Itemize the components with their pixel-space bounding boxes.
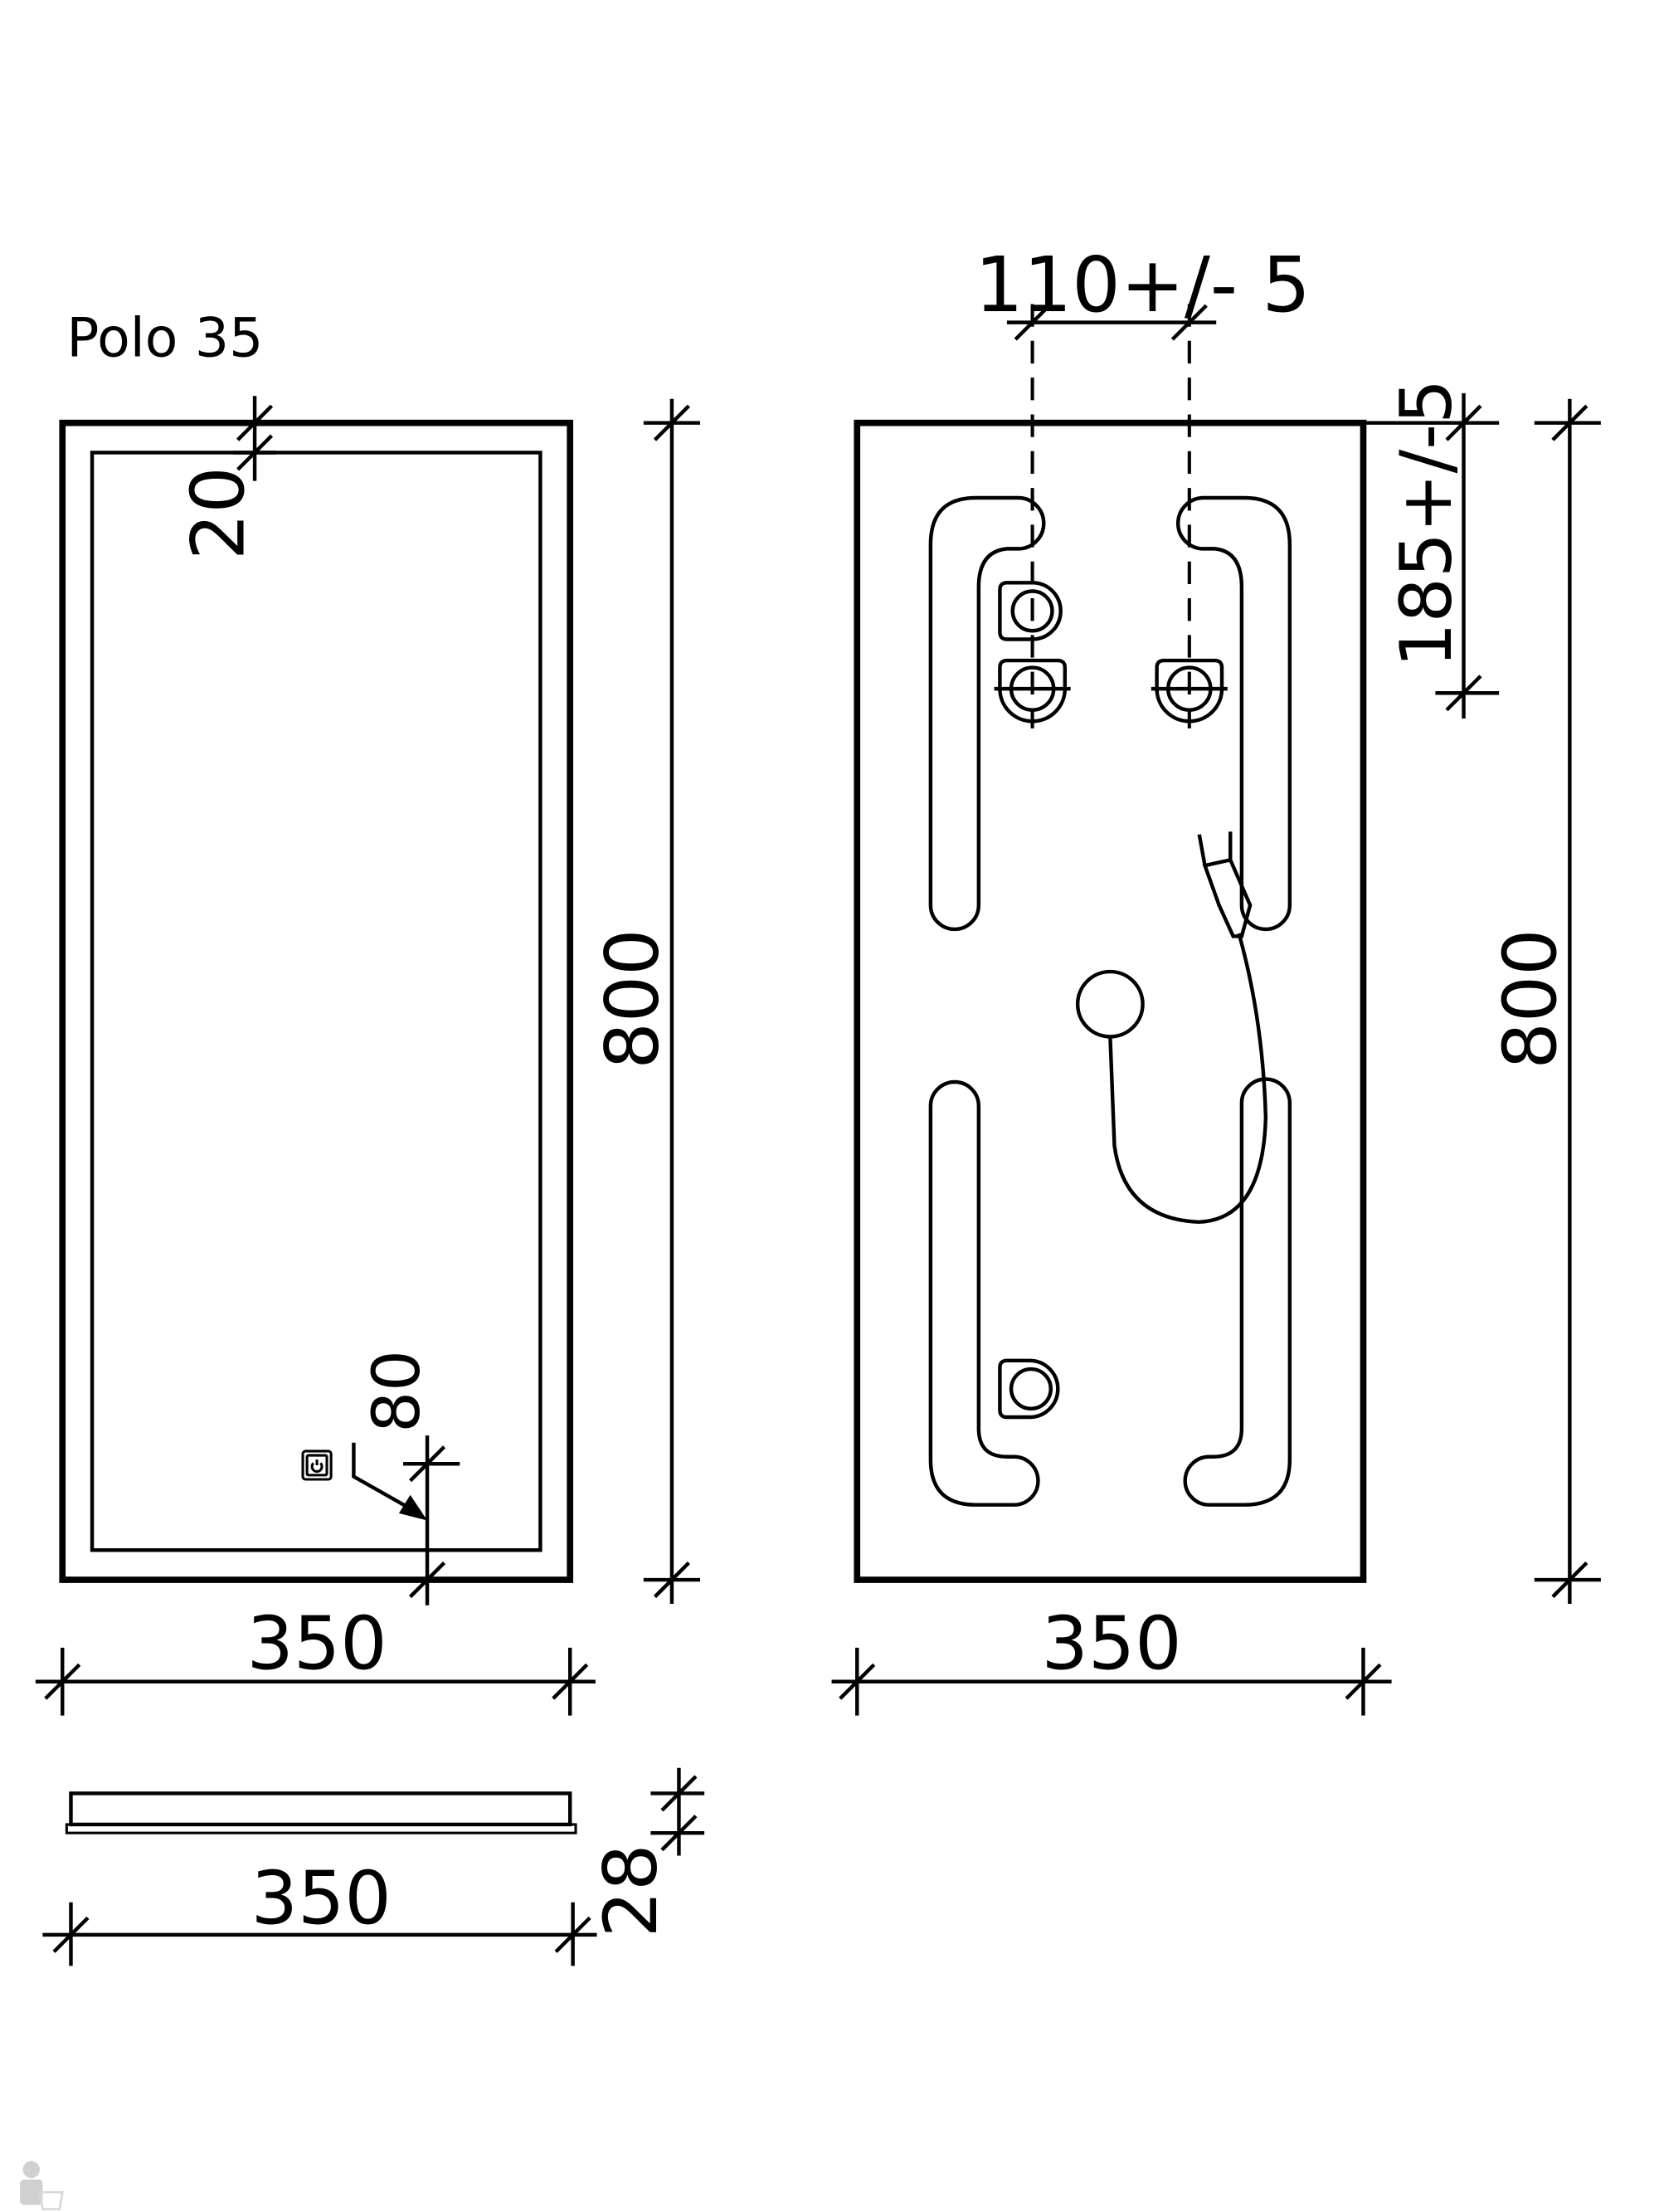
switch-module xyxy=(1075,969,1145,1039)
side-view: 28 350 xyxy=(42,1767,705,1966)
hole-offset-label: 185+/-5 xyxy=(1386,379,1468,668)
mirror-outer-frame xyxy=(59,419,574,1583)
back-panel xyxy=(854,419,1367,1583)
frame-width-label: 20 xyxy=(175,466,260,560)
dimension-width-side: 350 xyxy=(42,1855,597,1966)
product-title: Polo 35 xyxy=(66,308,263,370)
dimension-hole-offset: 185+/-5 xyxy=(1363,379,1500,719)
dimension-switch-offset: 80 xyxy=(352,1350,460,1605)
power-plug-icon xyxy=(1197,831,1253,938)
touch-switch xyxy=(301,1449,333,1481)
keyhole-top-left xyxy=(998,581,1063,641)
dimension-width-back: 350 xyxy=(831,1601,1392,1716)
keyhole-crosshair-right xyxy=(1151,658,1228,724)
plumber-logo xyxy=(20,2161,64,2210)
mirror-inner-frame xyxy=(90,451,542,1552)
mounting-bracket-bottom-right xyxy=(1183,1077,1292,1507)
back-view: 110+/- 5 185+/-5 800 350 xyxy=(831,241,1601,1716)
depth-label: 28 xyxy=(588,1844,674,1938)
width-label-back: 350 xyxy=(1041,1601,1181,1686)
dimension-height-front: 800 xyxy=(590,398,701,1605)
keyhole-crosshair-left xyxy=(994,658,1071,724)
power-icon xyxy=(310,1459,324,1474)
switch-offset-label: 80 xyxy=(359,1350,435,1433)
hole-spacing-label: 110+/- 5 xyxy=(975,241,1311,329)
dimension-hole-spacing: 110+/- 5 xyxy=(975,241,1311,339)
height-label-back: 800 xyxy=(1487,929,1573,1069)
dimension-frame-width: 20 xyxy=(175,396,276,560)
dimension-height-back: 800 xyxy=(1487,398,1601,1605)
power-cable xyxy=(1108,933,1268,1224)
front-view: 20 800 350 xyxy=(35,396,701,1716)
mounting-bracket-top-left xyxy=(928,495,1046,932)
width-label-front: 350 xyxy=(246,1601,387,1686)
mounting-bracket-bottom-left xyxy=(928,1079,1040,1507)
mounting-bracket-top-right xyxy=(1176,495,1292,932)
dimension-width-front: 350 xyxy=(35,1601,596,1716)
dimension-depth: 28 xyxy=(588,1767,705,1938)
height-label-front: 800 xyxy=(590,929,675,1069)
width-label-side: 350 xyxy=(251,1855,392,1941)
keyhole-bottom-left xyxy=(998,1358,1060,1420)
